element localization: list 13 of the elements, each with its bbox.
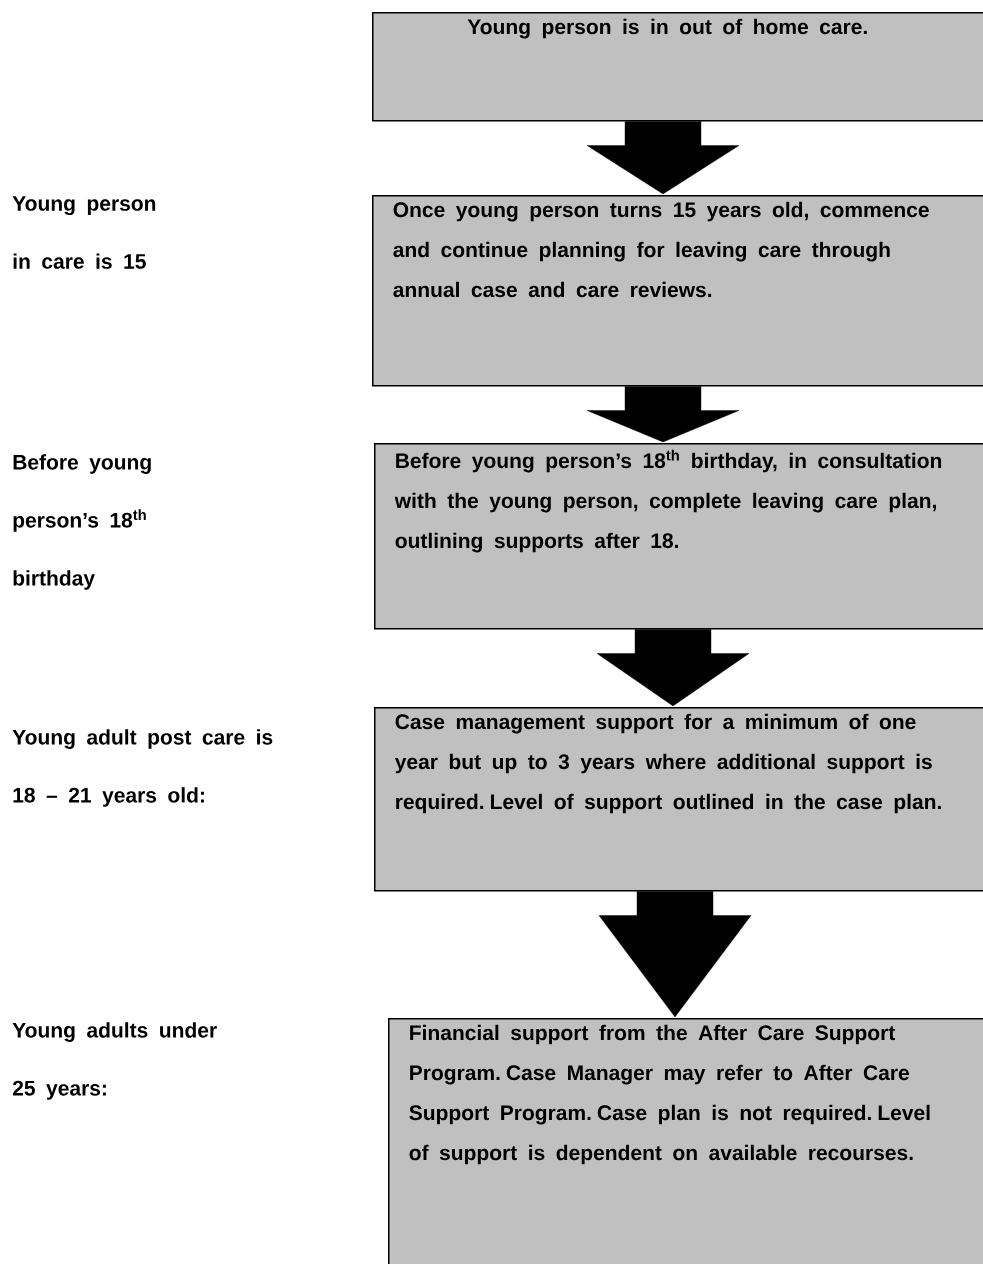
block-arrow	[598, 891, 752, 1018]
stage-label: Young person in care is 15	[12, 196, 156, 269]
process-box: Case management support for a minimum of one year but up to 3 years where additional support is required. Level of support outlined in the case plan.	[374, 707, 983, 892]
process-box: Before young person’s 18$^{th}$ birthday, in consultation with the young person, complete leaving care plan, outlining supports after 18.	[374, 443, 983, 630]
block-arrow	[596, 629, 750, 707]
process-box: Young person is in out of home care.	[372, 12, 983, 122]
process-box: Financial support from the After Care Support Program. Case Manager may refer to After Care Support Program. Case plan is not required. Level of support is dependent on available recourses.	[388, 1018, 983, 1264]
stage-label: Young adults under 25 years:	[12, 1022, 217, 1100]
block-arrow	[586, 386, 740, 443]
process-box: Once young person turns 15 years old, commence and continue planning for leaving care through annual case and care reviews.	[372, 195, 983, 387]
stage-label: Young adult post care is 18 – 21 years old:	[12, 729, 273, 807]
stage-label: Before young person’s 18$^{th}$ birthday	[13, 454, 151, 590]
block-arrow	[586, 121, 740, 195]
